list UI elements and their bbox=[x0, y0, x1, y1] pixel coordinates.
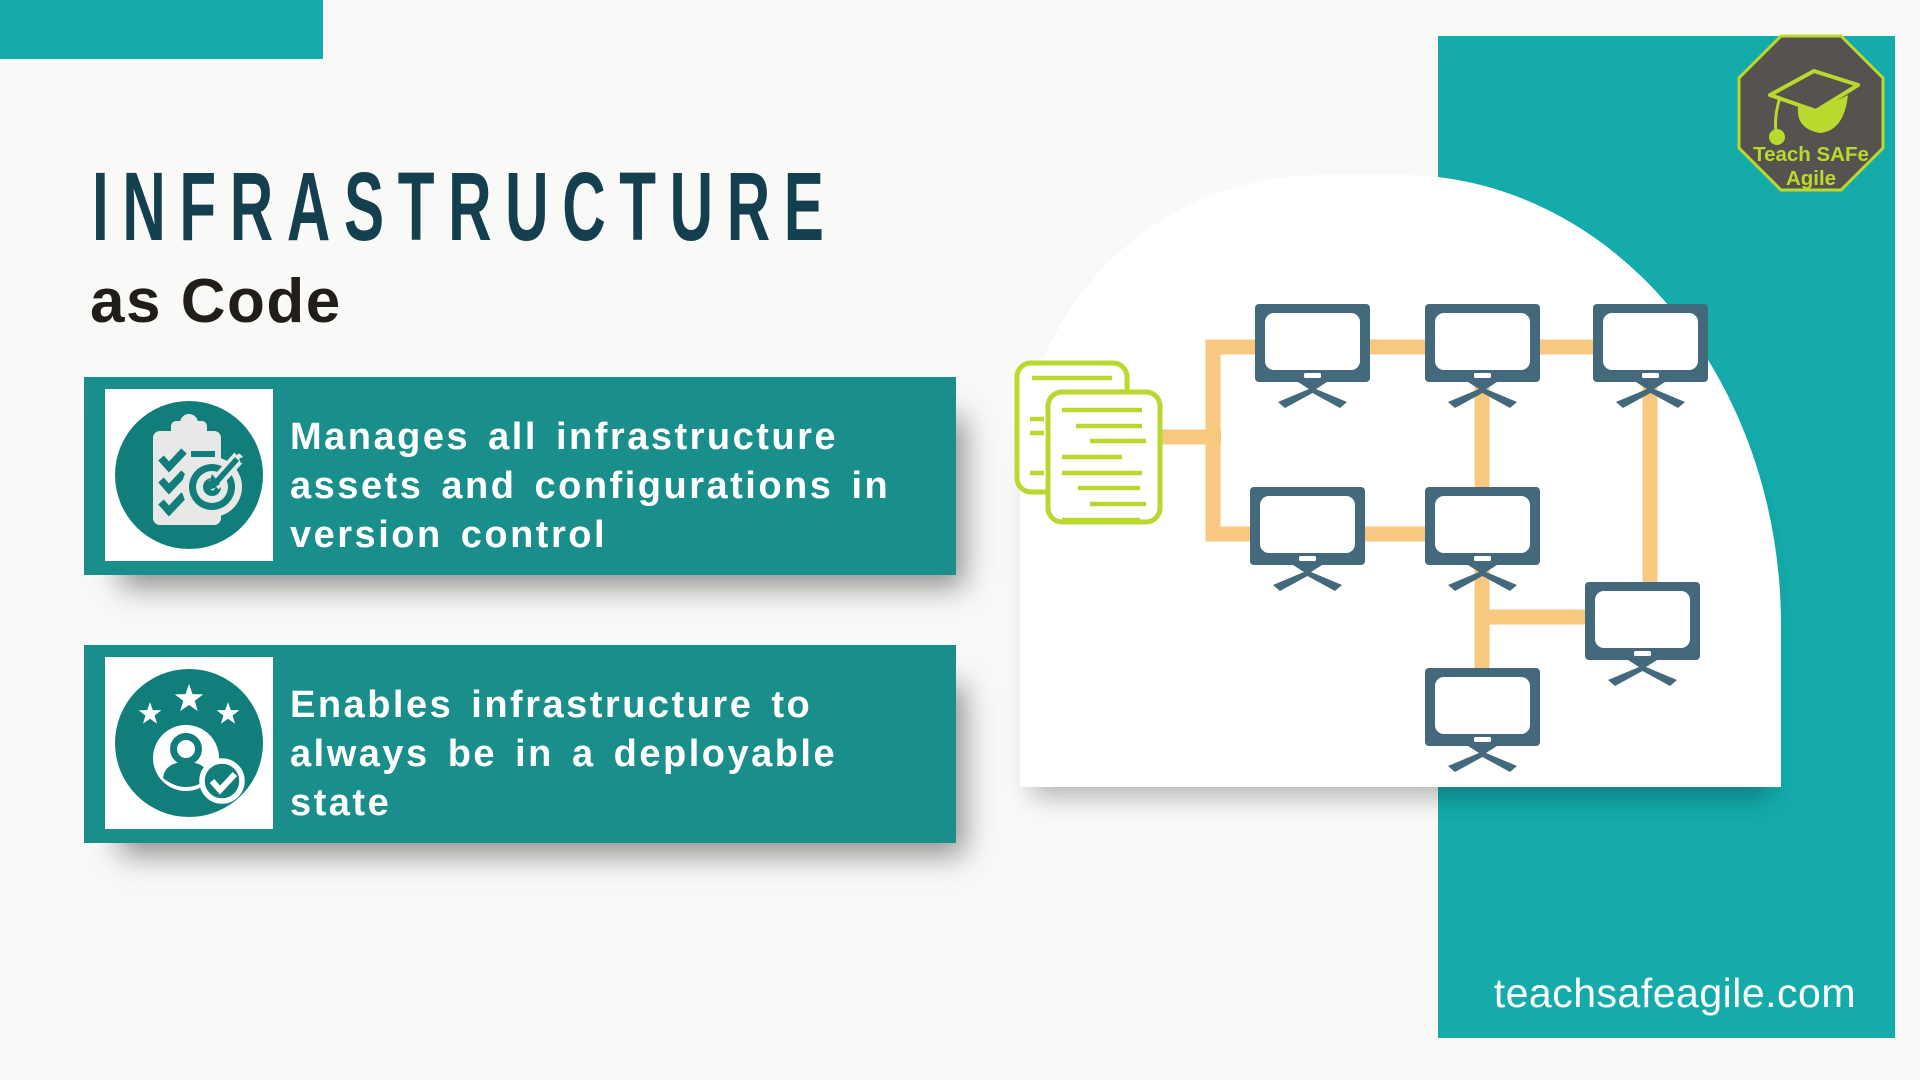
card-text-line: assets and configurations in bbox=[290, 465, 891, 507]
info-card-version-control: Manages all infrastructure assets and co… bbox=[84, 377, 956, 575]
logo-text-line2: Agile bbox=[1786, 167, 1836, 190]
computer-icon bbox=[1250, 487, 1365, 591]
card-text-line: always be in a deployable bbox=[290, 733, 838, 775]
card-text-line: Manages all infrastructure bbox=[290, 416, 839, 458]
info-card-deployable-state: Enables infrastructure to always be in a… bbox=[84, 645, 956, 843]
computer-icon bbox=[1585, 582, 1700, 686]
card-icon-box bbox=[105, 657, 273, 829]
infrastructure-network-diagram bbox=[1014, 304, 1708, 772]
accent-bar bbox=[0, 0, 323, 59]
computer-icon bbox=[1425, 487, 1540, 591]
page-title: INFRASTRUCTURE bbox=[92, 152, 838, 261]
user-rating-stars-check-icon bbox=[115, 669, 263, 817]
card-icon-box bbox=[105, 389, 273, 561]
website-url: teachsafeagile.com bbox=[1493, 970, 1856, 1016]
clipboard-checklist-target-icon bbox=[115, 401, 263, 549]
page-subtitle: as Code bbox=[90, 267, 342, 336]
card-text-line: Enables infrastructure to bbox=[290, 684, 813, 726]
card-text-line: state bbox=[290, 782, 392, 824]
computer-icon bbox=[1425, 668, 1540, 772]
logo-text-line1: Teach SAFe bbox=[1753, 143, 1869, 166]
network-connections bbox=[1160, 339, 1658, 670]
card-text-line: version control bbox=[290, 514, 607, 556]
computer-icon bbox=[1593, 304, 1708, 408]
computer-icon bbox=[1425, 304, 1540, 408]
teach-safe-agile-logo: Teach SAFe Agile bbox=[1737, 34, 1885, 192]
computer-icon bbox=[1255, 304, 1370, 408]
card-text: Enables infrastructure to always be in a… bbox=[290, 681, 950, 828]
graduation-cap-icon bbox=[1768, 69, 1860, 145]
code-documents-icon bbox=[1014, 360, 1163, 525]
card-text: Manages all infrastructure assets and co… bbox=[290, 413, 950, 560]
